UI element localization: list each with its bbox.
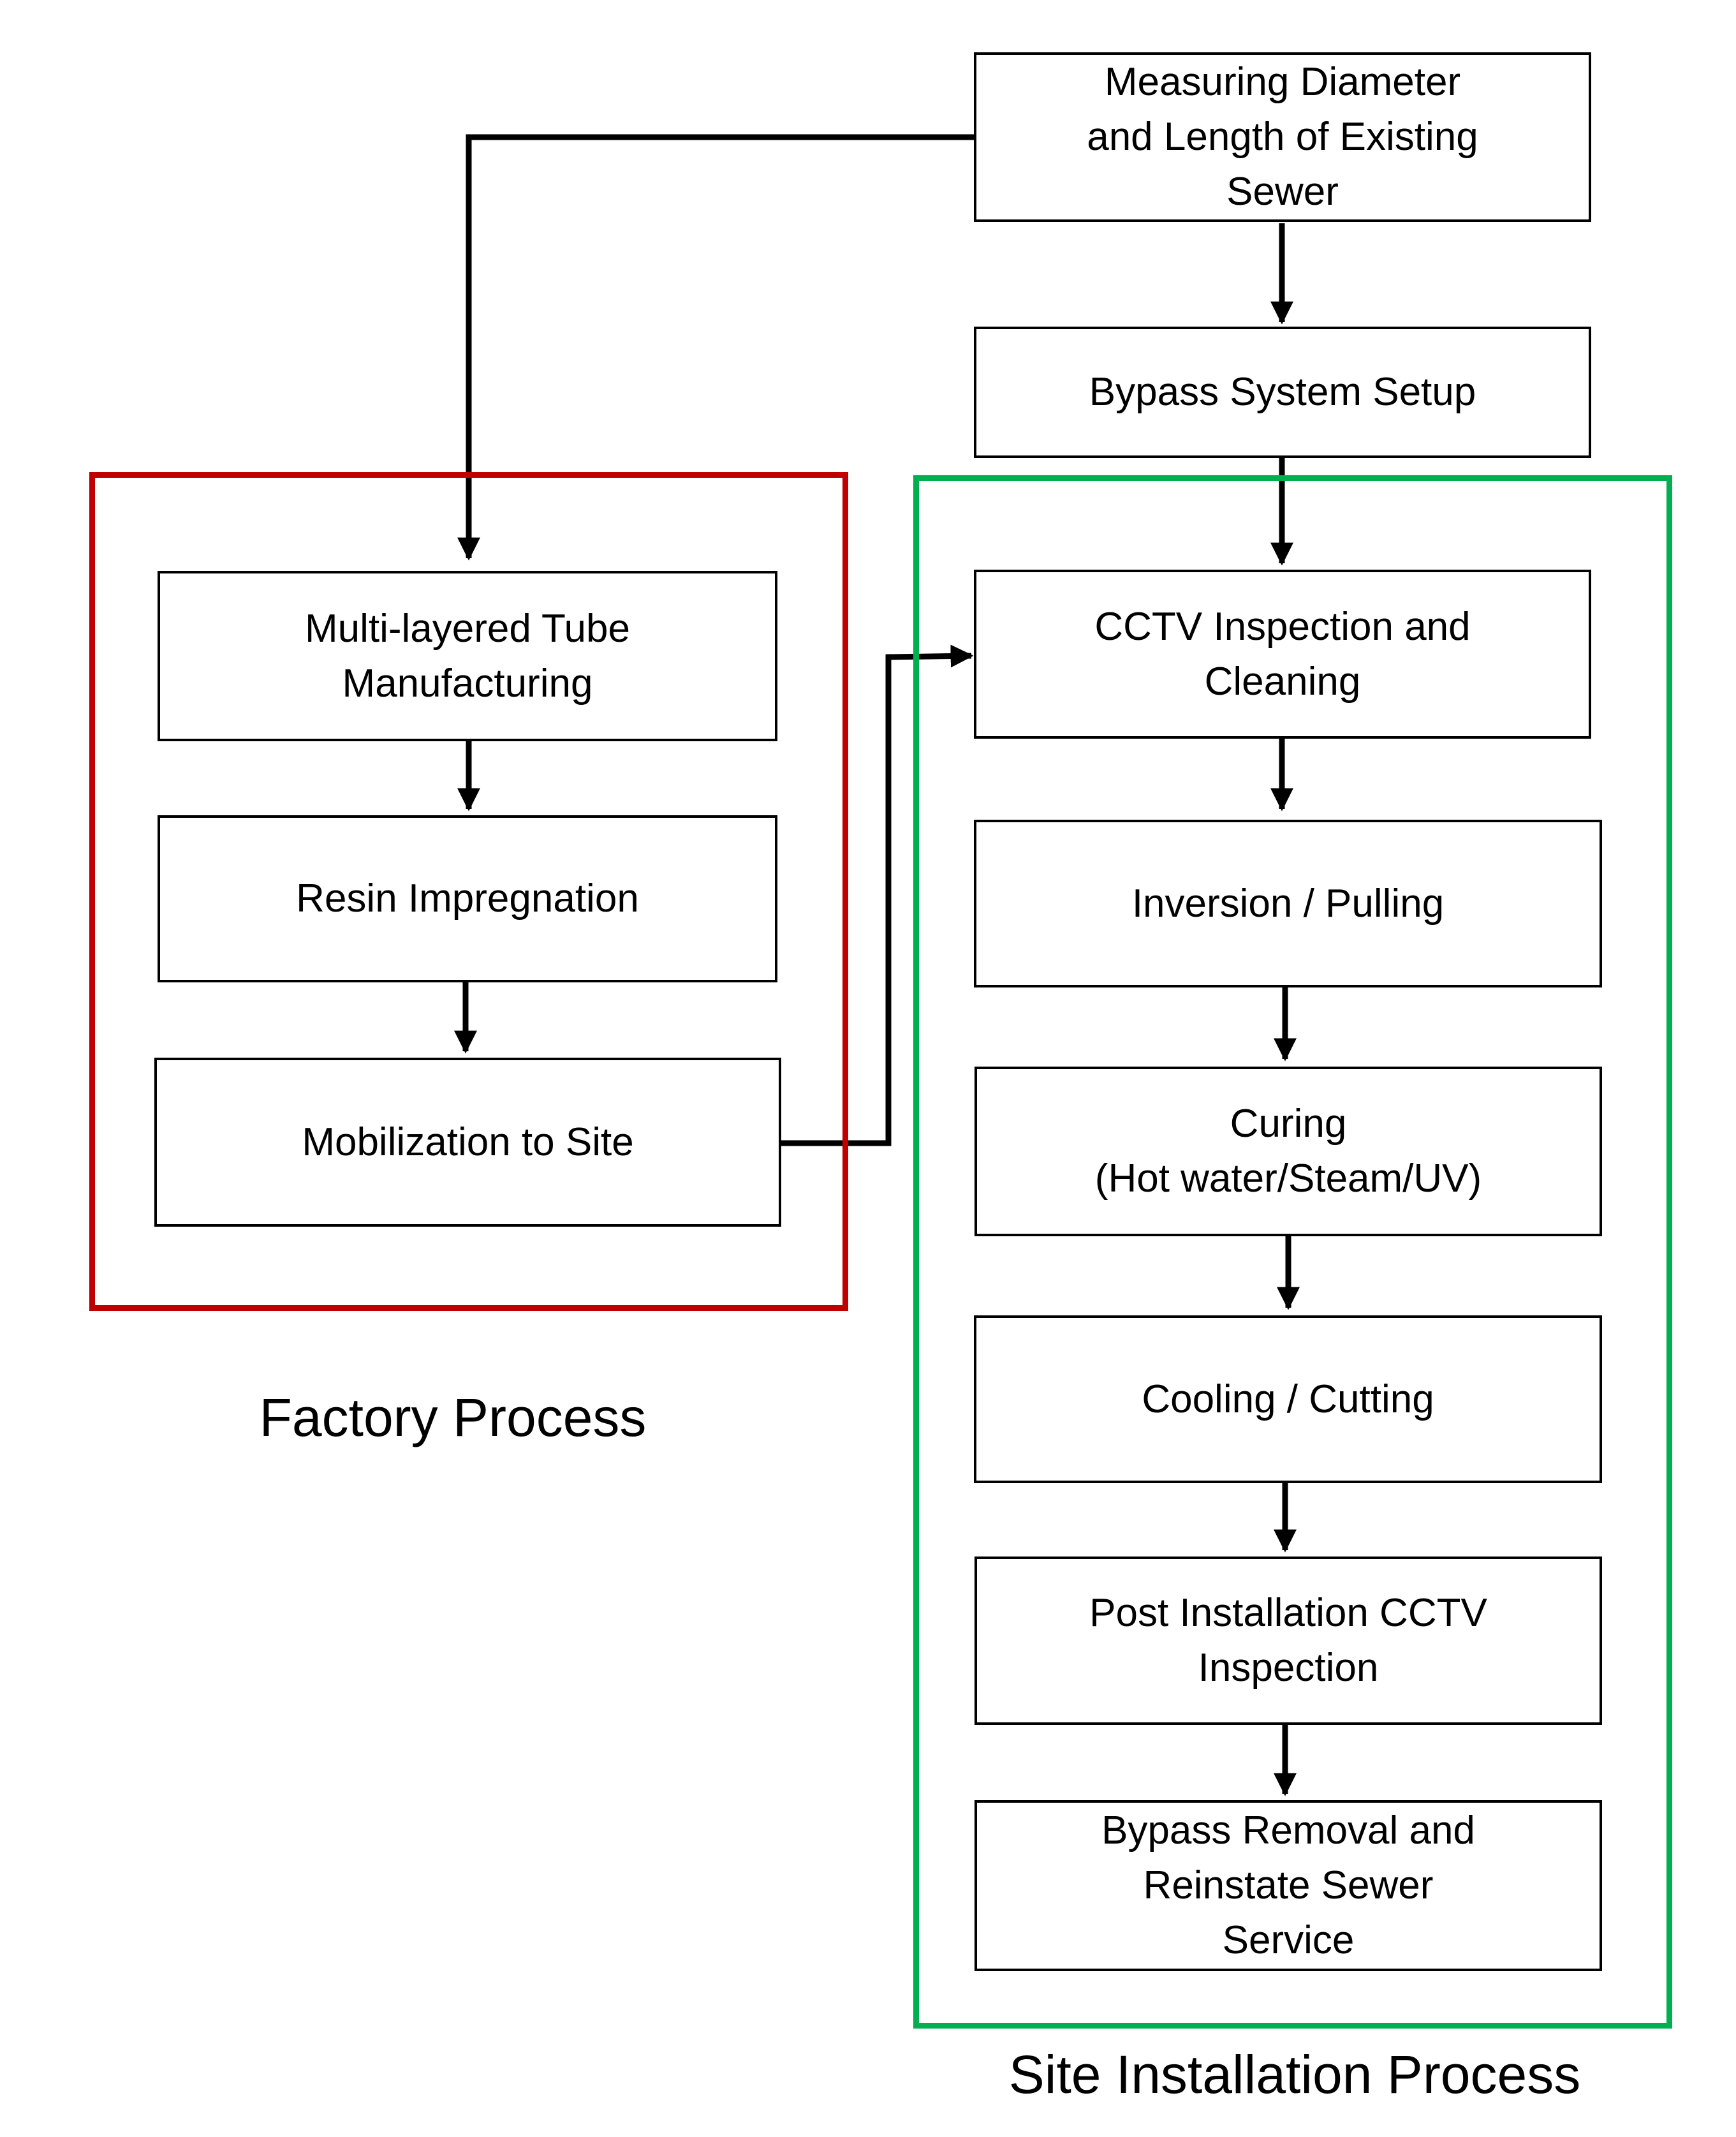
factory-process-frame <box>89 472 848 1311</box>
step-mobilization-to-site: Mobilization to Site <box>154 1058 781 1227</box>
arrow-measure-to-tube-mfg <box>457 134 979 561</box>
step-bypass-removal-label: Bypass Removal and Reinstate Sewer Servi… <box>1101 1808 1475 1962</box>
step-inversion-pulling: Inversion / Pulling <box>974 820 1602 987</box>
step-curing: Curing (Hot water/Steam/UV) <box>975 1067 1602 1236</box>
factory-process-label: Factory Process <box>259 1387 647 1447</box>
step-inversion-pulling-label: Inversion / Pulling <box>1131 881 1445 926</box>
step-resin-impregnation: Resin Impregnation <box>158 815 777 982</box>
step-bypass-system-setup: Bypass System Setup <box>974 327 1591 458</box>
site-installation-frame <box>913 475 1672 2029</box>
step-mobilization-to-site-label: Mobilization to Site <box>302 1120 634 1164</box>
step-tube-manufacturing: Multi-layered Tube Manufacturing <box>158 571 777 741</box>
step-tube-manufacturing-label: Multi-layered Tube Manufacturing <box>304 606 631 706</box>
step-post-installation-cctv: Post Installation CCTV Inspection <box>975 1557 1602 1725</box>
step-bypass-system-setup-label: Bypass System Setup <box>1089 370 1476 414</box>
step-measuring-diameter-label: Measuring Diameter and Length of Existin… <box>1087 60 1478 214</box>
step-cctv-inspection-cleaning-label: CCTV Inspection and Cleaning <box>1094 604 1471 704</box>
step-cctv-inspection-cleaning: CCTV Inspection and Cleaning <box>974 570 1591 739</box>
step-bypass-removal: Bypass Removal and Reinstate Sewer Servi… <box>975 1800 1602 1971</box>
step-resin-impregnation-label: Resin Impregnation <box>296 876 639 921</box>
step-cooling-cutting: Cooling / Cutting <box>974 1315 1602 1483</box>
arrow-mobilization-to-cctv <box>781 644 974 1146</box>
site-installation-label: Site Installation Process <box>1008 2045 1581 2104</box>
step-measuring-diameter: Measuring Diameter and Length of Existin… <box>974 52 1591 222</box>
step-post-installation-cctv-label: Post Installation CCTV Inspection <box>1089 1591 1487 1690</box>
step-curing-label: Curing (Hot water/Steam/UV) <box>1094 1102 1482 1201</box>
step-cooling-cutting-label: Cooling / Cutting <box>1142 1377 1434 1421</box>
